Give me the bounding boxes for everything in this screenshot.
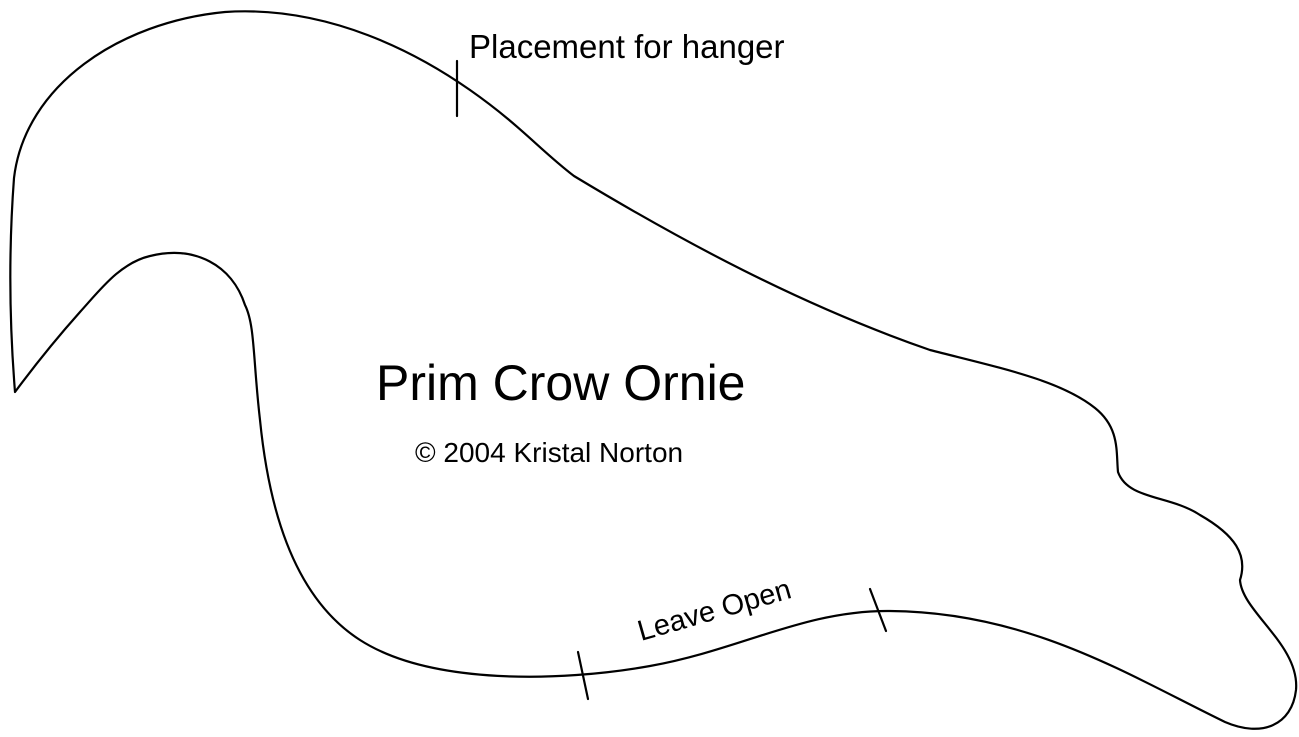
pattern-title: Prim Crow Ornie <box>376 355 745 411</box>
leave-open-label: Leave Open <box>634 573 795 647</box>
leave-open-end-mark <box>868 587 888 633</box>
pattern-copyright: © 2004 Kristal Norton <box>415 437 683 468</box>
leave-open-start-mark <box>576 650 590 701</box>
hanger-placement-label: Placement for hanger <box>469 28 785 65</box>
crow-pattern-outline <box>9 10 1298 730</box>
